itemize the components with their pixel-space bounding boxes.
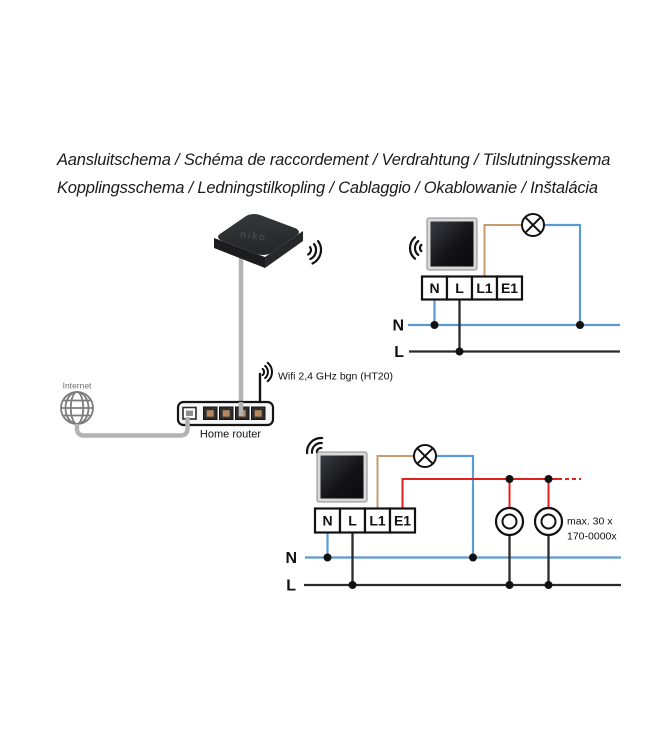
line-bus-label: L	[394, 344, 404, 361]
pushbutton-icon-1	[494, 506, 525, 537]
internet-label: Internet	[63, 381, 92, 391]
wires-extension	[401, 478, 581, 509]
line-bus-label: L	[286, 578, 296, 595]
lamp-icon	[413, 444, 437, 468]
pushbutton-icon-2	[533, 506, 564, 537]
internet-globe-icon	[60, 391, 94, 425]
gateway-hub: niko	[214, 214, 323, 268]
terminal-block: N L L1 E1	[420, 275, 524, 301]
neutral-bus-label: N	[285, 550, 297, 567]
wire-switched-l1	[376, 455, 414, 509]
junction-dots	[430, 321, 584, 356]
title-block: Aansluitschema / Schéma de raccordement …	[57, 146, 610, 202]
wire-e1-bus	[401, 478, 562, 509]
gateway-side-right	[265, 231, 303, 268]
router-wifi-label: Wifi 2,4 GHz bgn (HT20)	[278, 371, 393, 383]
wire-lamp-neutral	[436, 454, 475, 558]
pushbutton-note-line-2: 170-0000x	[567, 531, 617, 543]
junction-dots	[323, 475, 553, 589]
wire-lamp-neutral	[544, 223, 582, 325]
wire-switched-l1	[483, 224, 522, 277]
terminal-block: N L L1 E1	[313, 507, 417, 534]
wires-neutral	[305, 454, 621, 559]
diagram-multiway-switch: N L L1 E1 N L max. 30 x 170-0000x	[285, 436, 621, 595]
smart-switch-device	[426, 217, 478, 271]
gateway-side-left	[214, 238, 265, 268]
terminal-l1: L1	[369, 513, 386, 529]
diagram-single-switch: N L L1 E1 N L	[392, 213, 620, 361]
router-wifi-icon	[261, 361, 273, 383]
lamp-icon	[521, 213, 545, 237]
neutral-bus-label: N	[392, 318, 404, 335]
wires-neutral	[408, 223, 620, 327]
smart-switch-device	[316, 451, 368, 503]
title-line-1: Aansluitschema / Schéma de raccordement …	[57, 151, 611, 169]
internet-cable	[74, 417, 190, 438]
title-line-2: Kopplingsschema / Ledningstilkopling / C…	[57, 179, 598, 197]
terminal-l1: L1	[476, 280, 493, 296]
home-router: Wifi 2,4 GHz bgn (HT20) Home router	[74, 361, 393, 441]
wires-line	[409, 299, 620, 353]
gateway-brand: niko	[239, 229, 267, 244]
gateway-wifi-icon	[307, 240, 323, 265]
switch-wifi-icon	[408, 236, 423, 260]
terminal-n: N	[429, 280, 439, 296]
pushbutton-note-line-1: max. 30 x	[567, 516, 613, 528]
wires-line	[304, 532, 621, 587]
gateway-top-face	[218, 214, 299, 255]
switch-wifi-icon	[305, 436, 324, 455]
terminal-n: N	[322, 513, 332, 529]
router-label: Home router	[200, 429, 261, 441]
terminal-l: L	[348, 513, 357, 529]
terminal-e1: E1	[394, 513, 411, 529]
terminal-l: L	[455, 280, 464, 296]
terminal-e1: E1	[501, 280, 518, 296]
